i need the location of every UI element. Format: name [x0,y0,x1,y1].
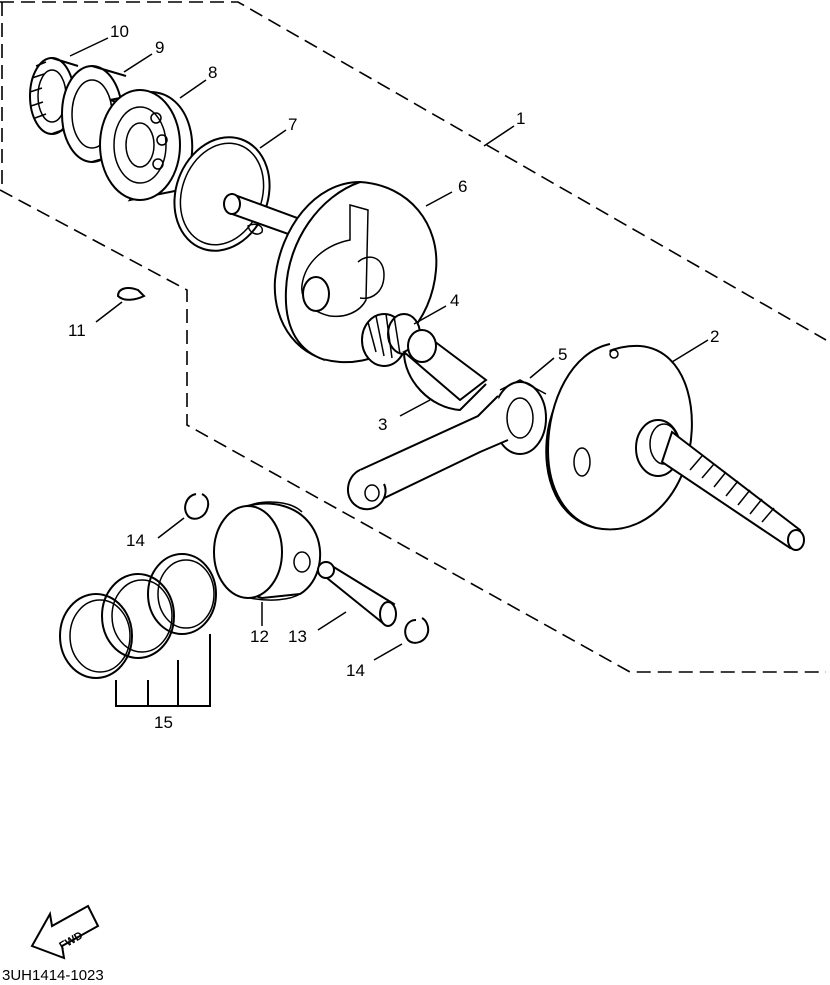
callout-11: 11 [68,321,86,340]
part-14-circlip-upper [184,493,210,520]
callout-15: 15 [154,713,173,732]
part-11-woodruff-key [116,287,146,301]
part-3-crank-pin [402,329,488,412]
callout-14-lower: 14 [346,661,365,680]
callout-13: 13 [288,627,307,646]
callout-9: 9 [155,38,164,57]
callout-3: 3 [378,415,387,434]
callout-8: 8 [208,63,217,82]
part-13-piston-pin [317,561,397,627]
callout-14-upper: 14 [126,531,145,550]
callout-10: 10 [110,22,129,41]
callout-7: 7 [288,115,297,134]
part-8-bearing [99,89,194,202]
callout-6: 6 [458,177,467,196]
assembly-boundary-dashed [0,1,827,673]
part-7-ring [173,136,271,252]
callout-12: 12 [250,627,269,646]
part-15-piston-ring-set [59,553,217,707]
part-5-connecting-rod [347,379,547,511]
callout-leader-lines [69,37,709,661]
callout-1: 1 [516,109,525,128]
callout-4: 4 [450,291,459,310]
callout-2: 2 [710,327,719,346]
callout-5: 5 [558,345,567,364]
part-code: 3UH1414-1023 [2,967,104,984]
part-12-piston [213,501,322,601]
part-2-crank-web-right [545,343,805,551]
fwd-arrow-icon: FWD [30,904,100,960]
part-14-circlip-lower [404,617,430,644]
